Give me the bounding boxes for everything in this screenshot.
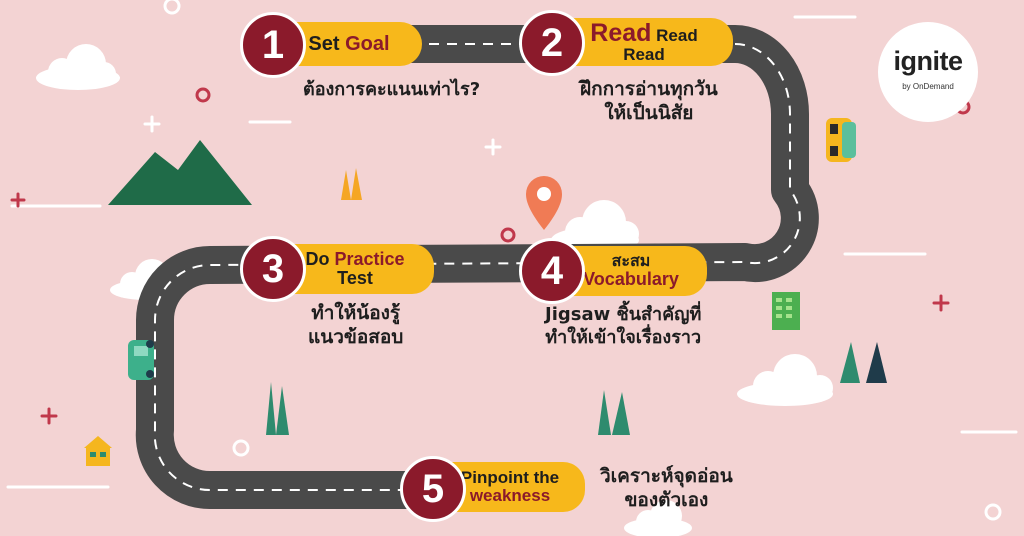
step-3-badge: 3: [240, 236, 306, 302]
step-4-title-a: สะสม: [611, 251, 651, 271]
step-1-description: ต้องการคะแนนเท่าไร?: [303, 79, 481, 100]
step-3-description: ทำให้น้องรู้ แนวข้อสอบ: [308, 302, 403, 350]
step-5-title-a: Pinpoint the: [460, 468, 560, 488]
step-3-title-b: Practice: [334, 249, 405, 270]
step-5-description-line-1: วิเคราะห์จุดอ่อน: [600, 465, 733, 487]
location-pin-icon: [526, 176, 562, 230]
step-2-badge: 2: [519, 10, 585, 76]
step-4-description-line-1: Jigsaw ชิ้นสำคัญที่: [545, 304, 702, 325]
road-lane-marking: [153, 43, 801, 492]
car-icon: [826, 118, 856, 162]
step-2-title-a: Read: [590, 18, 652, 47]
step-2-description: ฝึกการอ่านทุกวัน ให้เป็นนิสัย: [580, 78, 718, 126]
step-3-description-line-2: แนวข้อสอบ: [308, 325, 404, 348]
step-1-badge: 1: [240, 12, 306, 78]
ignite-logo[interactable]: ignite by OnDemand: [878, 22, 978, 122]
tree-icon: [351, 168, 362, 200]
tree-icon: [612, 392, 630, 435]
step-5-description: วิเคราะห์จุดอ่อน ของตัวเอง: [600, 465, 733, 513]
step-2-description-line-1: ฝึกการอ่านทุกวัน: [580, 78, 718, 100]
step-5-title-b: weakness: [469, 486, 551, 505]
tree-icon: [866, 342, 887, 383]
logo-text: ignite: [893, 46, 964, 76]
step-4-description: Jigsaw ชิ้นสำคัญที่ ทำให้เข้าใจเรื่องราว: [545, 304, 701, 349]
step-4-badge: 4: [519, 238, 585, 304]
step-5-badge: 5: [400, 456, 466, 522]
building-icon: [772, 292, 800, 330]
step-3-description-line-1: ทำให้น้องรู้: [311, 302, 401, 324]
tree-icon: [840, 342, 860, 383]
step-4-description-line-2: ทำให้เข้าใจเรื่องราว: [545, 326, 702, 348]
tree-icon: [266, 382, 276, 435]
step-3-title-a: Do: [305, 249, 335, 270]
mountain-icon: [108, 140, 252, 205]
step-3-pill: Do Practice Test: [276, 244, 434, 294]
step-1-title-b: Goal: [345, 32, 390, 55]
step-3-title-c: Test: [337, 268, 373, 288]
step-1-title-a: Set: [308, 32, 346, 55]
step-5-description-line-2: ของตัวเอง: [624, 488, 709, 511]
tree-icon: [341, 170, 351, 200]
step-4-title-b: Vocabulary: [583, 268, 679, 289]
tree-icon: [598, 390, 611, 435]
cloud-icon: [624, 500, 692, 536]
decorative-lines: [6, 15, 1018, 489]
house-icon: [84, 436, 112, 466]
tree-icon: [276, 386, 289, 435]
cloud-icon: [36, 44, 120, 90]
step-2-description-line-2: ให้เป็นนิสัย: [604, 101, 694, 124]
car-icon: [128, 340, 154, 380]
cloud-icon: [737, 354, 833, 406]
logo-tagline: by OnDemand: [902, 82, 954, 91]
step-2-title-b: Read: [651, 25, 698, 45]
step-2-title-c: Read: [623, 45, 665, 65]
